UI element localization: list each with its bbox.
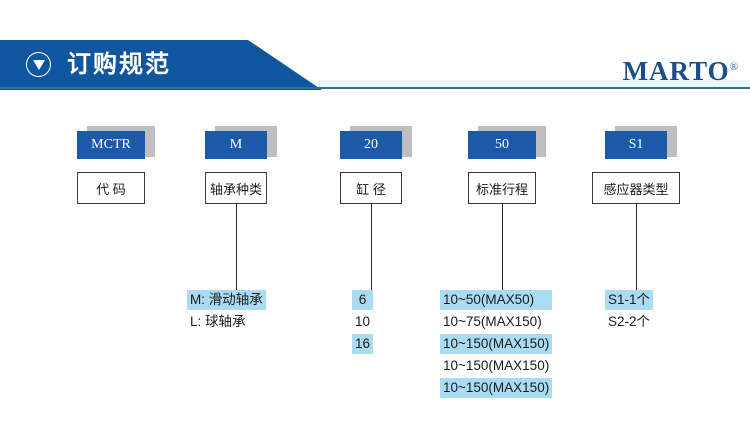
connector-line bbox=[236, 204, 237, 294]
code-chip[interactable]: M bbox=[205, 131, 267, 159]
connector-line bbox=[371, 204, 372, 294]
option-item[interactable]: 10~150(MAX150) bbox=[440, 334, 553, 354]
option-item[interactable]: 10~150(MAX150) bbox=[443, 358, 550, 373]
connector-line bbox=[636, 204, 637, 294]
brand-logo-text: MARTO bbox=[622, 56, 730, 86]
registered-trademark-icon: ® bbox=[729, 61, 738, 73]
option-item[interactable]: 10 bbox=[355, 314, 371, 329]
header-soft-band bbox=[318, 80, 750, 87]
option-item[interactable]: 10~75(MAX150) bbox=[443, 314, 542, 329]
code-chip[interactable]: S1 bbox=[605, 131, 667, 159]
option-item[interactable]: 10~150(MAX150) bbox=[440, 378, 553, 398]
option-item[interactable]: L: 球轴承 bbox=[190, 314, 246, 329]
code-chip[interactable]: 20 bbox=[340, 131, 402, 159]
field-label-box: 代 码 bbox=[77, 172, 145, 204]
field-label-box: 标准行程 bbox=[468, 172, 536, 204]
field-label-box: 缸 径 bbox=[340, 172, 402, 204]
connector-line bbox=[502, 204, 503, 294]
option-item[interactable]: S2-2个 bbox=[608, 314, 651, 329]
option-list: 10~50(MAX50) 10~75(MAX150) 10~150(MAX150) 1… bbox=[440, 290, 553, 400]
code-chip[interactable]: MCTR bbox=[77, 131, 145, 159]
option-list: S1-1个 S2-2个 bbox=[605, 290, 654, 334]
brand-logo: MARTO® bbox=[623, 52, 738, 86]
header-underline bbox=[0, 87, 750, 89]
option-list: M: 滑动轴承 L: 球轴承 bbox=[187, 290, 266, 334]
page-header: 订购规范 bbox=[0, 40, 750, 90]
option-item[interactable]: 6 bbox=[352, 290, 374, 310]
option-item[interactable]: 10~50(MAX50) bbox=[440, 290, 553, 310]
field-label-box: 感应器类型 bbox=[592, 172, 680, 204]
code-chip[interactable]: 50 bbox=[468, 131, 536, 159]
option-item[interactable]: 16 bbox=[352, 334, 374, 354]
circle-down-triangle-icon bbox=[26, 52, 51, 77]
option-list: 6 10 16 bbox=[352, 290, 374, 356]
field-label-box: 轴承种类 bbox=[205, 172, 267, 204]
header-blue-banner: 订购规范 bbox=[0, 40, 322, 90]
option-item[interactable]: M: 滑动轴承 bbox=[187, 290, 266, 310]
option-item[interactable]: S1-1个 bbox=[605, 290, 654, 310]
page-title: 订购规范 bbox=[67, 51, 171, 78]
